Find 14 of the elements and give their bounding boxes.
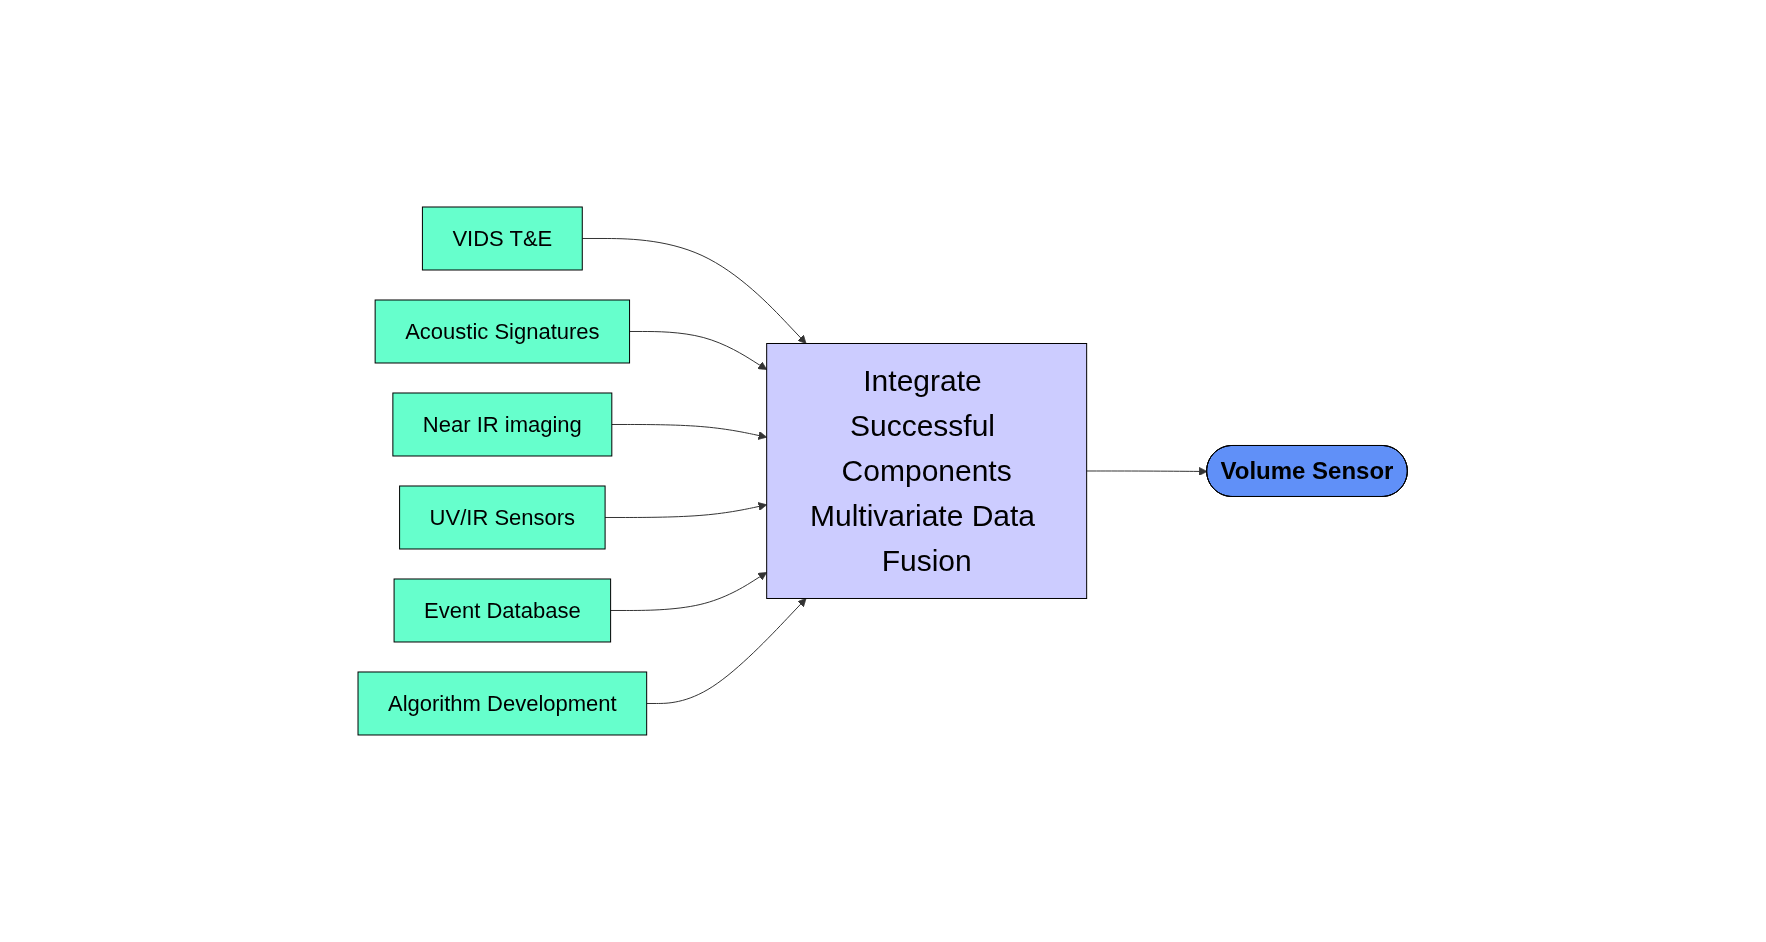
node-box: Near IR imaging [392, 392, 613, 457]
arrow [610, 572, 768, 611]
node-box: Integrate Successful Components Multivariate Data Fusion [766, 343, 1088, 599]
node-box: Event Database [393, 578, 612, 643]
arrow [582, 238, 807, 344]
node-box: UV/IR Sensors [399, 485, 606, 550]
arrow [611, 424, 768, 440]
arrow [604, 502, 768, 518]
node-box: Acoustic Signatures [374, 299, 631, 364]
node-box: VIDS T&E [422, 206, 584, 271]
node-box: Algorithm Development [357, 671, 648, 736]
arrow [646, 598, 807, 704]
arrow [1086, 467, 1208, 476]
arrow [629, 331, 768, 370]
